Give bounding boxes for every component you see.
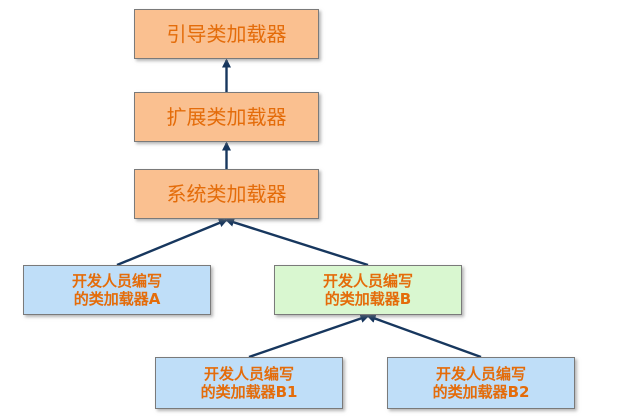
- extension-class-loader-label: 扩展类加载器: [166, 105, 287, 129]
- custom-loader-b2-line2: 的类加载器B2: [432, 383, 530, 401]
- custom-loader-b1-node: 开发人员编写 的类加载器B1: [155, 357, 343, 409]
- custom-loader-b-node: 开发人员编写 的类加载器B: [274, 265, 462, 315]
- system-class-loader-node: 系统类加载器: [134, 169, 319, 219]
- custom-loader-b1-line2: 的类加载器B1: [200, 383, 298, 401]
- bootstrap-class-loader-node: 引导类加载器: [134, 9, 319, 59]
- custom-loader-b2-node: 开发人员编写 的类加载器B2: [387, 357, 575, 409]
- custom-loader-b1-line1: 开发人员编写: [203, 365, 294, 383]
- custom-loader-a-line2: 的类加载器A: [73, 290, 161, 308]
- custom-loader-a-line1: 开发人员编写: [71, 272, 162, 290]
- arrow-custom_b-to-system: [225, 217, 369, 267]
- custom-loader-a-node: 开发人员编写 的类加载器A: [23, 265, 211, 315]
- custom-loader-b2-line1: 开发人员编写: [435, 365, 526, 383]
- bootstrap-class-loader-label: 引导类加载器: [166, 22, 287, 46]
- arrow-custom_b2-to-custom_b: [366, 314, 482, 359]
- system-class-loader-label: 系统类加载器: [166, 182, 287, 206]
- custom-loader-b-line2: 的类加载器B: [324, 290, 412, 308]
- extension-class-loader-node: 扩展类加载器: [134, 92, 319, 142]
- arrow-custom_b1-to-custom_b: [248, 314, 370, 359]
- arrow-custom_a-to-system: [116, 218, 228, 267]
- custom-loader-b-line1: 开发人员编写: [322, 272, 413, 290]
